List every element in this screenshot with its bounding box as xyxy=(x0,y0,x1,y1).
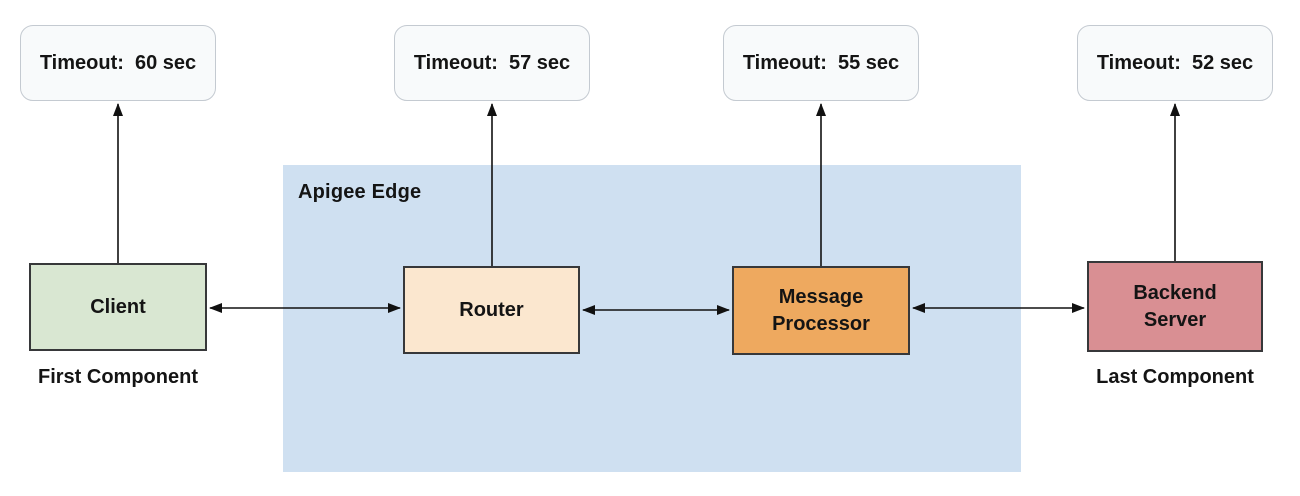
timeout-callout-message-processor-label: Timeout: 55 sec xyxy=(742,51,900,74)
timeout-callout-router: Timeout: 57 sec xyxy=(394,25,590,101)
timeout-callout-client-label: Timeout: 60 sec xyxy=(39,51,197,74)
timeout-callout-backend-server-label: Timeout: 52 sec xyxy=(1096,51,1254,74)
timeout-callout-router-label: Timeout: 57 sec xyxy=(413,51,571,74)
apigee-edge-region-label: Apigee Edge xyxy=(298,181,422,203)
component-box-client: Client xyxy=(29,263,207,351)
component-box-router-label: Router xyxy=(459,298,524,321)
timeout-callout-backend-server: Timeout: 52 sec xyxy=(1077,25,1273,101)
component-box-message-processor: Message Processor xyxy=(732,266,910,355)
component-box-backend-server: Backend Server xyxy=(1087,261,1263,352)
apigee-edge-region: Apigee Edge xyxy=(283,165,1021,472)
timeout-callout-client: Timeout: 60 sec xyxy=(20,25,216,101)
caption-last-component: Last Component xyxy=(1096,366,1254,388)
component-box-client-label: Client xyxy=(90,295,146,318)
caption-first-component: First Component xyxy=(38,366,198,388)
component-box-backend-server-label: Backend Server xyxy=(1133,281,1217,331)
component-box-message-processor-label: Message Processor xyxy=(772,285,870,335)
timeout-callout-message-processor: Timeout: 55 sec xyxy=(723,25,919,101)
component-box-router: Router xyxy=(403,266,580,354)
